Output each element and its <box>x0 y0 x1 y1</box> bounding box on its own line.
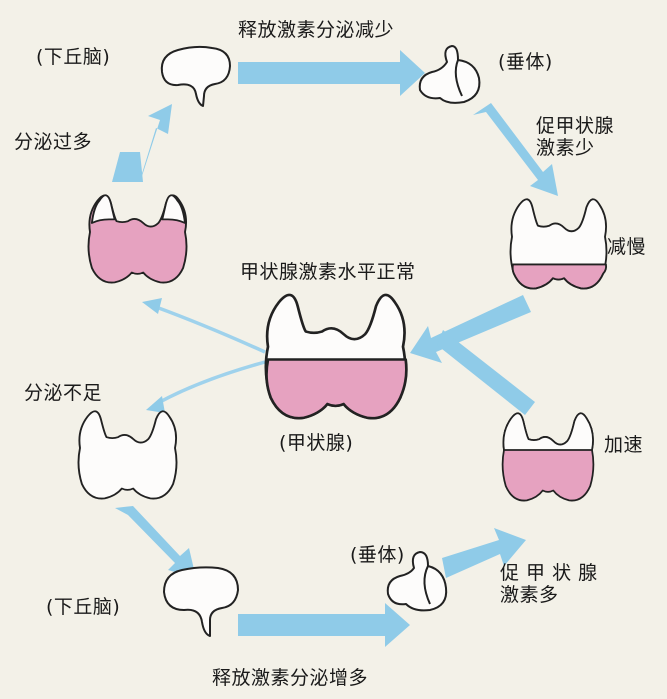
tsh-high-label-line1: 促 甲 状 腺 <box>500 562 598 584</box>
hypothalamus-bottom-label: (下丘脑) <box>46 596 121 618</box>
arrow-bottom <box>238 603 410 647</box>
tsh-high-label-line2: 激素多 <box>500 584 559 606</box>
pituitary-top-icon <box>418 45 481 104</box>
tsh-low-label-line1: 促甲状腺 <box>536 115 615 137</box>
thyroid-slow-icon <box>509 198 608 290</box>
hypothalamus-bottom-icon <box>163 566 239 637</box>
arrow-pituitary-to-accelerate <box>442 528 526 578</box>
tsh-low-label-line2: 激素少 <box>536 137 595 159</box>
bottom-arrow-label: 释放激素分泌增多 <box>212 667 369 689</box>
pituitary-bottom-label: (垂体) <box>350 544 405 566</box>
arrow-pituitary-to-slow <box>473 103 558 196</box>
arrow-center-to-left <box>142 298 266 413</box>
normal-level-label: 甲状腺激素水平正常 <box>240 261 416 283</box>
top-arrow-label: 释放激素分泌减少 <box>238 19 395 41</box>
oversecretion-label: 分泌过多 <box>14 131 93 153</box>
hypothalamus-top-label: (下丘脑) <box>36 46 111 68</box>
tsh-high-label: 促 甲 状 腺 激素多 <box>500 562 598 606</box>
arrow-left-up <box>112 104 172 182</box>
tsh-low-label: 促甲状腺 激素少 <box>536 115 614 159</box>
slow-label: 减慢 <box>607 236 647 258</box>
thyroid-oversecretion-icon <box>87 194 188 284</box>
arrow-right-to-center <box>410 295 535 415</box>
arrow-left-down <box>115 506 196 578</box>
pituitary-top-label: (垂体) <box>498 51 553 73</box>
thyroid-accelerate-icon <box>501 412 595 502</box>
accelerate-label: 加速 <box>604 434 644 456</box>
hypothalamus-top-icon <box>160 45 231 107</box>
thyroid-label: (甲状腺) <box>279 432 354 454</box>
arrow-top <box>238 50 425 96</box>
undersecretion-label: 分泌不足 <box>24 382 103 404</box>
thyroid-undersecretion-icon <box>77 410 178 500</box>
thyroid-normal-icon <box>264 293 408 420</box>
pituitary-bottom-icon <box>386 551 448 612</box>
